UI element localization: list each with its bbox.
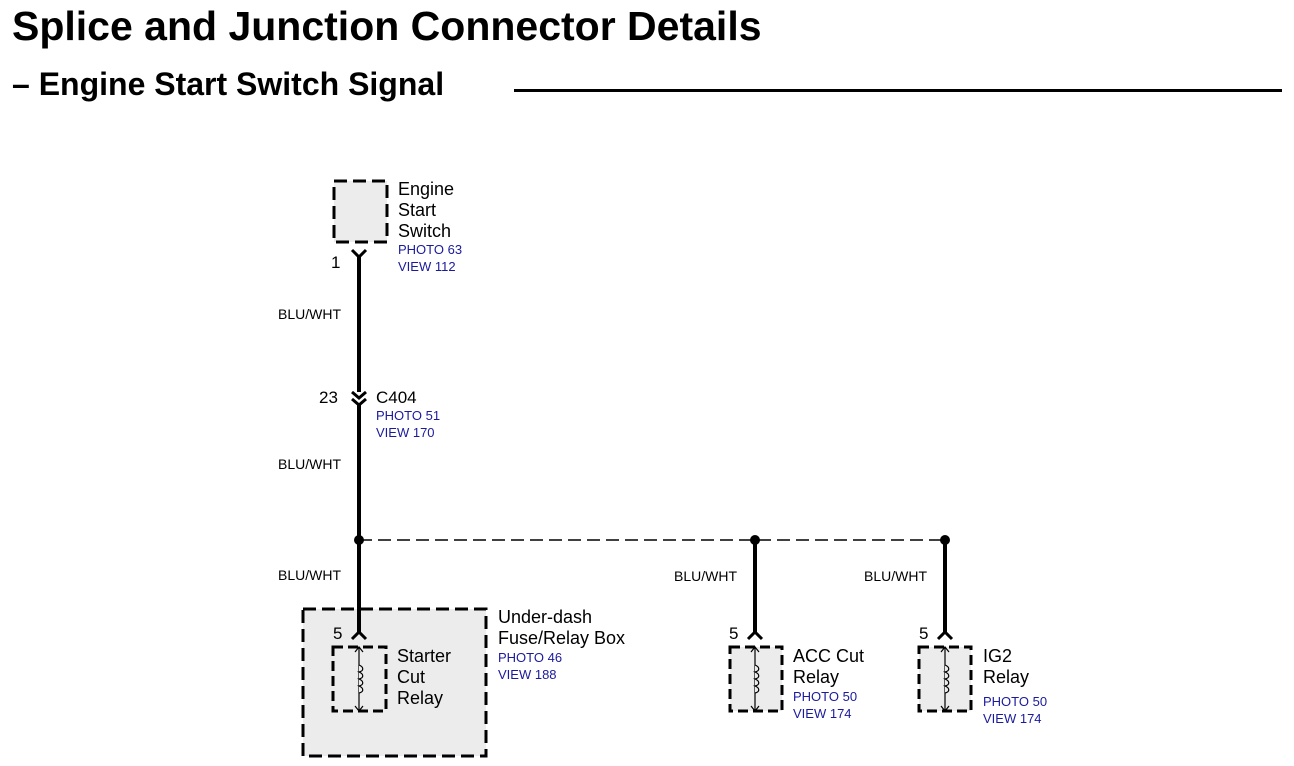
engine-start-switch[interactable] xyxy=(332,179,389,244)
c404-view-link[interactable]: VIEW 170 xyxy=(376,425,435,440)
ig2-relay-photo-link[interactable]: PHOTO 50 xyxy=(983,694,1047,709)
engine-start-switch-name-1: Engine xyxy=(398,179,454,199)
under-dash-fuse-relay-box[interactable] xyxy=(301,607,488,758)
section-title: – Engine Start Switch Signal xyxy=(12,64,467,104)
page-title: Splice and Junction Connector Details xyxy=(12,3,762,49)
c404-connector-name: C404 xyxy=(376,388,417,407)
acc-cut-relay-name-1: ACC Cut xyxy=(793,646,864,666)
pin-1-terminal-icon xyxy=(350,248,368,260)
ig2-relay-view-link[interactable]: VIEW 174 xyxy=(983,711,1042,726)
engine-start-switch-name-2: Start xyxy=(398,200,436,220)
starter-cut-relay-name-2: Cut xyxy=(397,667,425,687)
ig2-relay-name-1: IG2 xyxy=(983,646,1012,666)
acc-cut-relay-photo-link[interactable]: PHOTO 50 xyxy=(793,689,857,704)
wire-color-label: BLU/WHT xyxy=(278,567,341,583)
pin-5-terminal-icon xyxy=(746,629,764,641)
acc-cut-relay-view-link[interactable]: VIEW 174 xyxy=(793,706,852,721)
under-dash-box-photo-link[interactable]: PHOTO 46 xyxy=(498,650,562,665)
starter-cut-relay-pin-number: 5 xyxy=(333,624,342,643)
acc-cut-relay-name-2: Relay xyxy=(793,667,839,687)
under-dash-box-name-2: Fuse/Relay Box xyxy=(498,628,625,648)
acc-cut-relay-pin-number: 5 xyxy=(729,624,738,643)
section-rule xyxy=(514,89,1282,92)
section-header: – Engine Start Switch Signal xyxy=(12,64,1282,108)
engine-start-switch-pin-number: 1 xyxy=(331,253,340,272)
relay-coil-icon xyxy=(940,646,950,712)
wire-color-label: BLU/WHT xyxy=(278,306,341,322)
relay-coil-icon xyxy=(750,646,760,712)
starter-cut-relay-name-3: Relay xyxy=(397,688,443,708)
under-dash-box-view-link[interactable]: VIEW 188 xyxy=(498,667,557,682)
pin-5-terminal-icon xyxy=(936,629,954,641)
engine-start-switch-photo-link[interactable]: PHOTO 63 xyxy=(398,242,462,257)
engine-start-switch-box[interactable] xyxy=(332,179,389,244)
wire-color-label: BLU/WHT xyxy=(674,568,737,584)
ig2-relay-pin-number: 5 xyxy=(919,624,928,643)
wire-color-label: BLU/WHT xyxy=(864,568,927,584)
starter-cut-relay-name-1: Starter xyxy=(397,646,451,666)
pin-5-terminal-icon xyxy=(350,629,368,641)
c404-photo-link[interactable]: PHOTO 51 xyxy=(376,408,440,423)
engine-start-switch-name-3: Switch xyxy=(398,221,451,241)
c404-connector-icon xyxy=(351,390,367,407)
c404-pin-number: 23 xyxy=(319,388,338,407)
ig2-relay-name-2: Relay xyxy=(983,667,1029,687)
engine-start-switch-view-link[interactable]: VIEW 112 xyxy=(398,259,456,274)
under-dash-box-name-1: Under-dash xyxy=(498,607,592,627)
wire-color-label: BLU/WHT xyxy=(278,456,341,472)
relay-coil-icon xyxy=(354,646,364,712)
